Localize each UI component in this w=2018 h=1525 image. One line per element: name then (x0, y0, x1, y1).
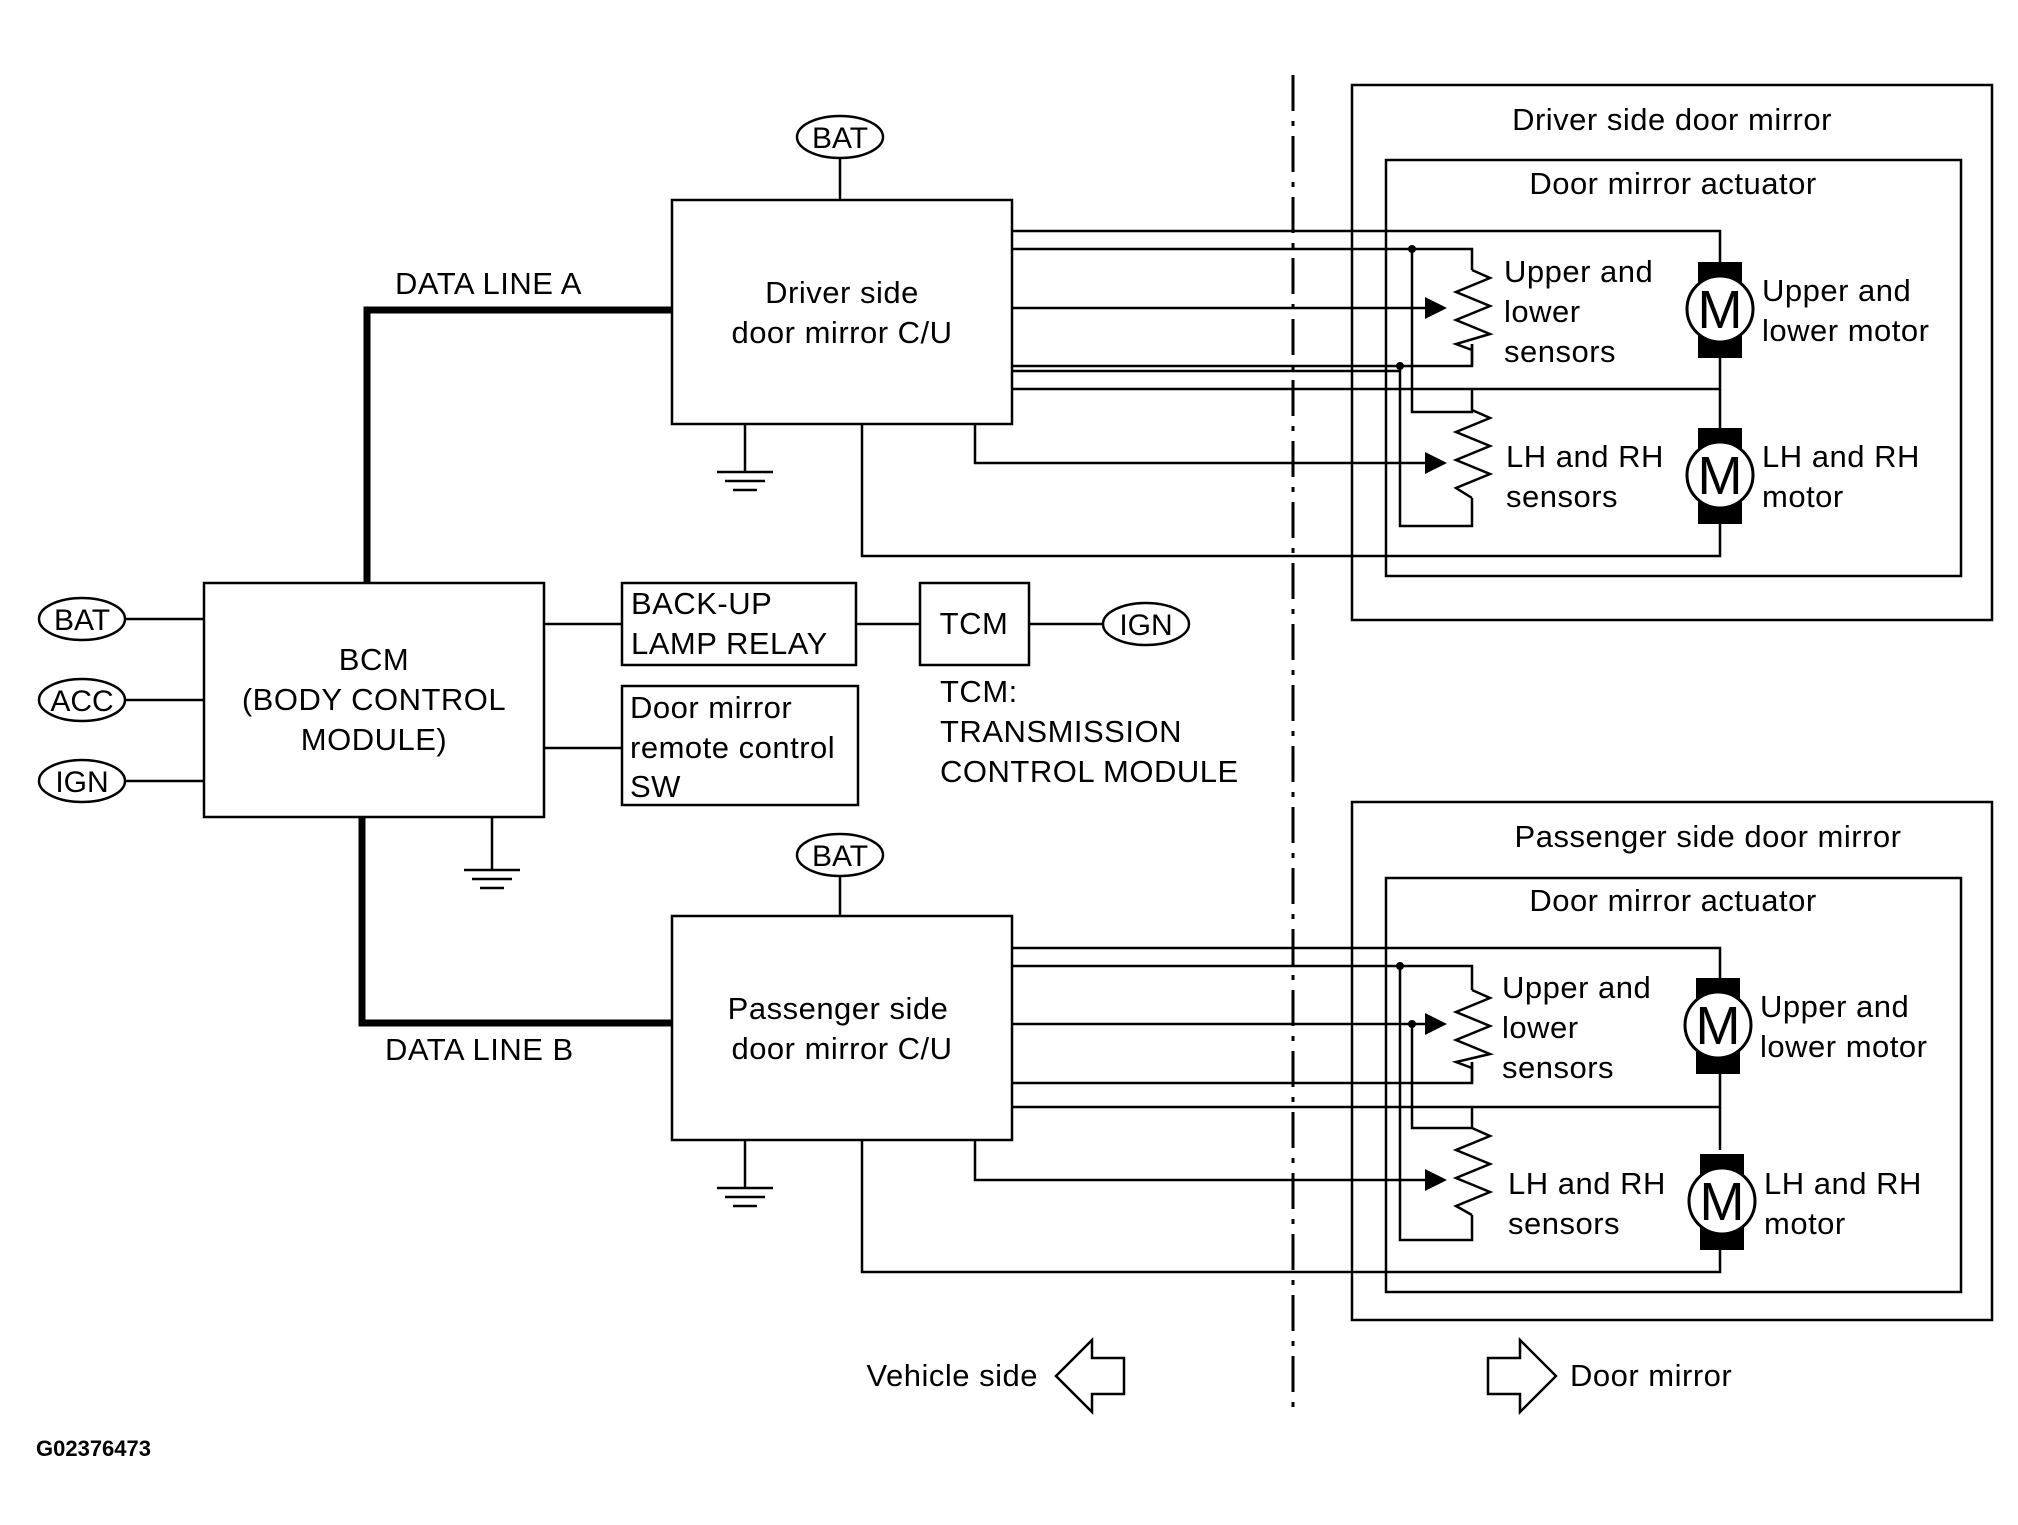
bcm-box (202, 581, 546, 819)
passenger-ul-motor-label-1: Upper and (1760, 989, 1909, 1024)
driver-actuator-box (1384, 158, 1963, 578)
door-mirror-label: Door mirror (1570, 1358, 1732, 1393)
bcm-ground-symbol (464, 817, 520, 890)
passenger-ul-motor-symbol: M (1696, 996, 1741, 1056)
driver-cu-ground-symbol (717, 424, 773, 492)
ign-label-bcm: IGN (55, 766, 108, 799)
data-line-b: DATA LINE B (358, 817, 672, 1067)
driver-ul-motor-label-2: lower motor (1762, 313, 1929, 348)
bat-label-passenger: BAT (812, 840, 868, 873)
tcm-block: TCM IGN TCM: TRANSMISSION CONTROL MODULE (918, 581, 1239, 789)
backup-lamp-relay: BACK-UP LAMP RELAY (544, 581, 920, 667)
passenger-cu-label-1: Passenger side (728, 991, 949, 1026)
ign-terminal-tcm (1101, 601, 1191, 647)
tcm-note-3: CONTROL MODULE (940, 754, 1239, 789)
tcm-note-2: TRANSMISSION (940, 714, 1182, 749)
passenger-cu-ground-symbol (717, 1140, 773, 1208)
driver-lr-sensor-label-2: sensors (1506, 479, 1618, 514)
passenger-ul-sensor-label-2: lower (1502, 1010, 1579, 1045)
driver-ul-sensor-label-2: lower (1504, 294, 1581, 329)
driver-actuator-title: Door mirror actuator (1529, 166, 1816, 201)
backup-relay-label-1: BACK-UP (631, 586, 772, 621)
driver-ul-motor-icon: M (1685, 262, 1755, 358)
driver-lr-motor-icon: M (1685, 428, 1755, 524)
data-line-a: DATA LINE A (363, 266, 672, 583)
right-arrow-icon (1486, 1336, 1558, 1416)
passenger-ul-motor-icon: M (1683, 978, 1753, 1074)
driver-cu-label-2: door mirror C/U (731, 315, 952, 350)
driver-ul-motor-symbol: M (1698, 280, 1743, 340)
remote-control-switch: Door mirror remote control SW (544, 684, 860, 807)
passenger-lr-motor-icon: M (1687, 1154, 1757, 1250)
driver-ul-sensor-label-3: sensors (1504, 334, 1616, 369)
bcm-label-2: (BODY CONTROL (242, 682, 506, 717)
driver-ul-motor-label-1: Upper and (1762, 273, 1911, 308)
backup-relay-box (620, 581, 858, 667)
passenger-ul-sensor-label-3: sensors (1502, 1050, 1614, 1085)
remote-sw-label-3: SW (630, 769, 681, 804)
driver-ul-sensor-label-1: Upper and (1504, 254, 1653, 289)
tcm-box-label: TCM (940, 606, 1009, 641)
vehicle-side-label: Vehicle side (867, 1358, 1038, 1393)
passenger-actuator-title: Door mirror actuator (1529, 883, 1816, 918)
passenger-lr-motor-symbol: M (1700, 1172, 1745, 1232)
footer-legend: Vehicle side Door mirror G02376473 (36, 1336, 1732, 1461)
driver-lr-motor-label-1: LH and RH (1762, 439, 1920, 474)
passenger-mirror-title: Passenger side door mirror (1515, 819, 1902, 854)
backup-relay-label-2: LAMP RELAY (631, 626, 828, 661)
passenger-lr-sensor-label-2: sensors (1508, 1206, 1620, 1241)
data-line-b-label: DATA LINE B (385, 1032, 574, 1067)
driver-lr-motor-label-2: motor (1762, 479, 1844, 514)
remote-sw-label-2: remote control (630, 730, 835, 765)
passenger-lr-motor-label-2: motor (1764, 1206, 1846, 1241)
passenger-side-section: BAT Passenger side door mirror C/U Passe… (670, 800, 1994, 1322)
passenger-lr-motor-label-1: LH and RH (1764, 1166, 1922, 1201)
driver-lr-motor-symbol: M (1698, 446, 1743, 506)
driver-cu-box (670, 198, 1014, 426)
figure-code: G02376473 (36, 1436, 151, 1461)
ign-label-tcm: IGN (1119, 609, 1172, 642)
passenger-ul-sensor-label-1: Upper and (1502, 970, 1651, 1005)
bat-label-bcm: BAT (54, 604, 110, 637)
bcm-power-inputs: BAT ACC IGN (37, 596, 204, 804)
left-arrow-icon (1054, 1336, 1126, 1416)
bcm-label-1: BCM (339, 642, 409, 677)
driver-side-section: BAT Driver side door mirror C/U Driver s… (670, 83, 1994, 622)
remote-sw-label-1: Door mirror (630, 690, 792, 725)
bcm-label-3: MODULE) (301, 722, 447, 757)
remote-sw-box (620, 684, 860, 807)
data-line-a-label: DATA LINE A (395, 266, 582, 301)
tcm-note-1: TCM: (940, 674, 1018, 709)
passenger-ul-motor-label-2: lower motor (1760, 1029, 1927, 1064)
passenger-lr-sensor-label-1: LH and RH (1508, 1166, 1666, 1201)
driver-mirror-title: Driver side door mirror (1512, 102, 1832, 137)
passenger-cu-label-2: door mirror C/U (731, 1031, 952, 1066)
bat-label-driver: BAT (812, 122, 868, 155)
passenger-cu-box (670, 914, 1014, 1142)
acc-label: ACC (50, 685, 113, 718)
driver-lr-sensor-label-1: LH and RH (1506, 439, 1664, 474)
driver-cu-label-1: Driver side (765, 275, 919, 310)
bcm-block: BCM (BODY CONTROL MODULE) (202, 581, 546, 819)
